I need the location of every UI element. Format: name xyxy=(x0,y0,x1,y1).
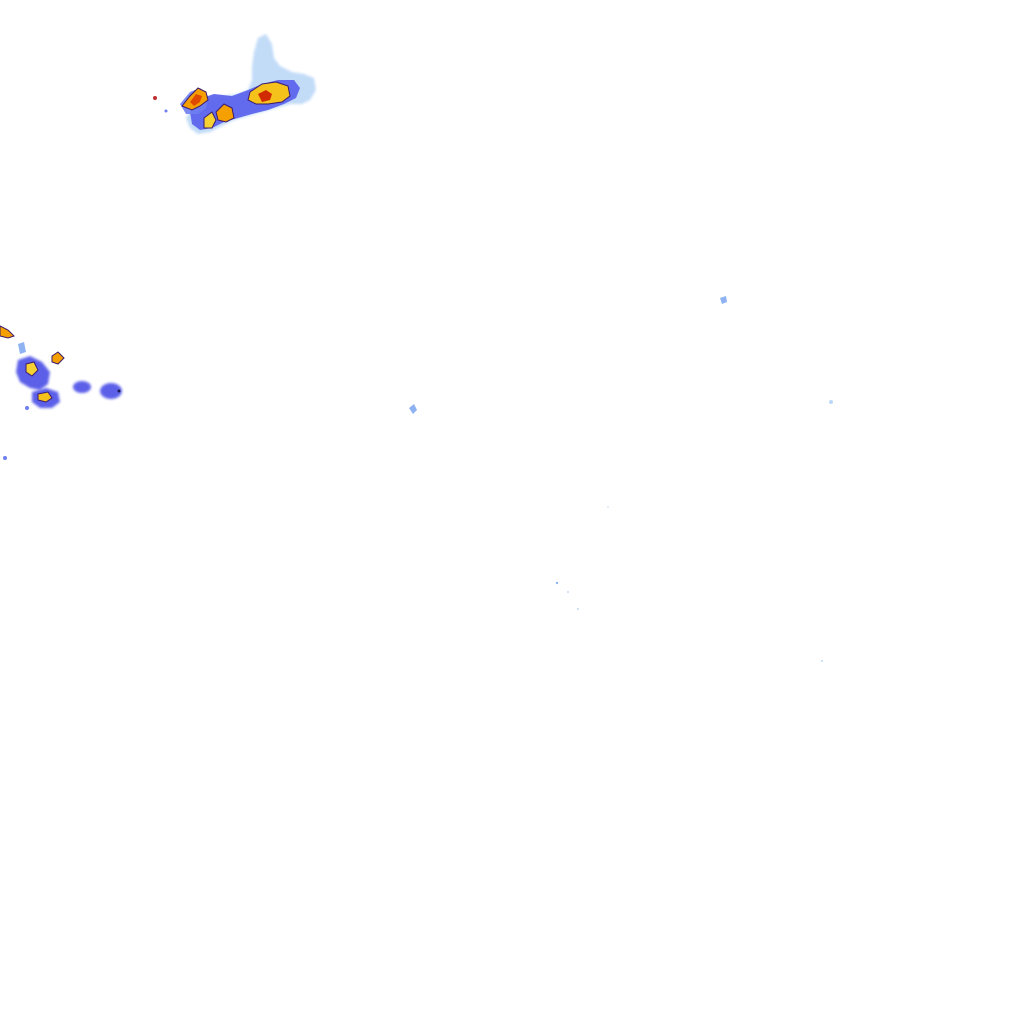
west-cluster-core-south xyxy=(37,391,53,403)
scattered-echo xyxy=(577,608,579,610)
west-cluster[interactable] xyxy=(0,325,65,460)
small-cell xyxy=(100,383,122,399)
scattered-echo xyxy=(720,296,727,304)
scattered-echo xyxy=(567,591,569,593)
west-cluster-core-ne xyxy=(51,351,65,365)
isolated-echo xyxy=(164,109,168,113)
scattered-echoes[interactable] xyxy=(409,296,833,662)
heavy-core-east-inner xyxy=(258,90,272,102)
small-cell xyxy=(73,381,91,393)
scattered-echo xyxy=(829,400,833,404)
west-cluster-core-north xyxy=(25,361,39,377)
heavy-core-south xyxy=(203,111,217,129)
west-small-cells[interactable] xyxy=(73,381,122,399)
west-cluster-streak xyxy=(18,342,26,354)
heavy-core-center xyxy=(215,103,235,123)
isolated-echo xyxy=(153,96,157,100)
west-edge-cell xyxy=(0,325,15,339)
northwest-storm-complex[interactable] xyxy=(153,34,316,134)
small-cell-core xyxy=(117,389,121,393)
west-tiny-echo xyxy=(3,456,7,460)
scattered-echo xyxy=(409,404,417,414)
scattered-echo xyxy=(821,660,823,662)
scattered-echo xyxy=(607,506,609,508)
west-tiny-echo xyxy=(25,406,29,410)
heavy-core-west-inner xyxy=(190,94,202,106)
scattered-echo xyxy=(555,581,559,585)
